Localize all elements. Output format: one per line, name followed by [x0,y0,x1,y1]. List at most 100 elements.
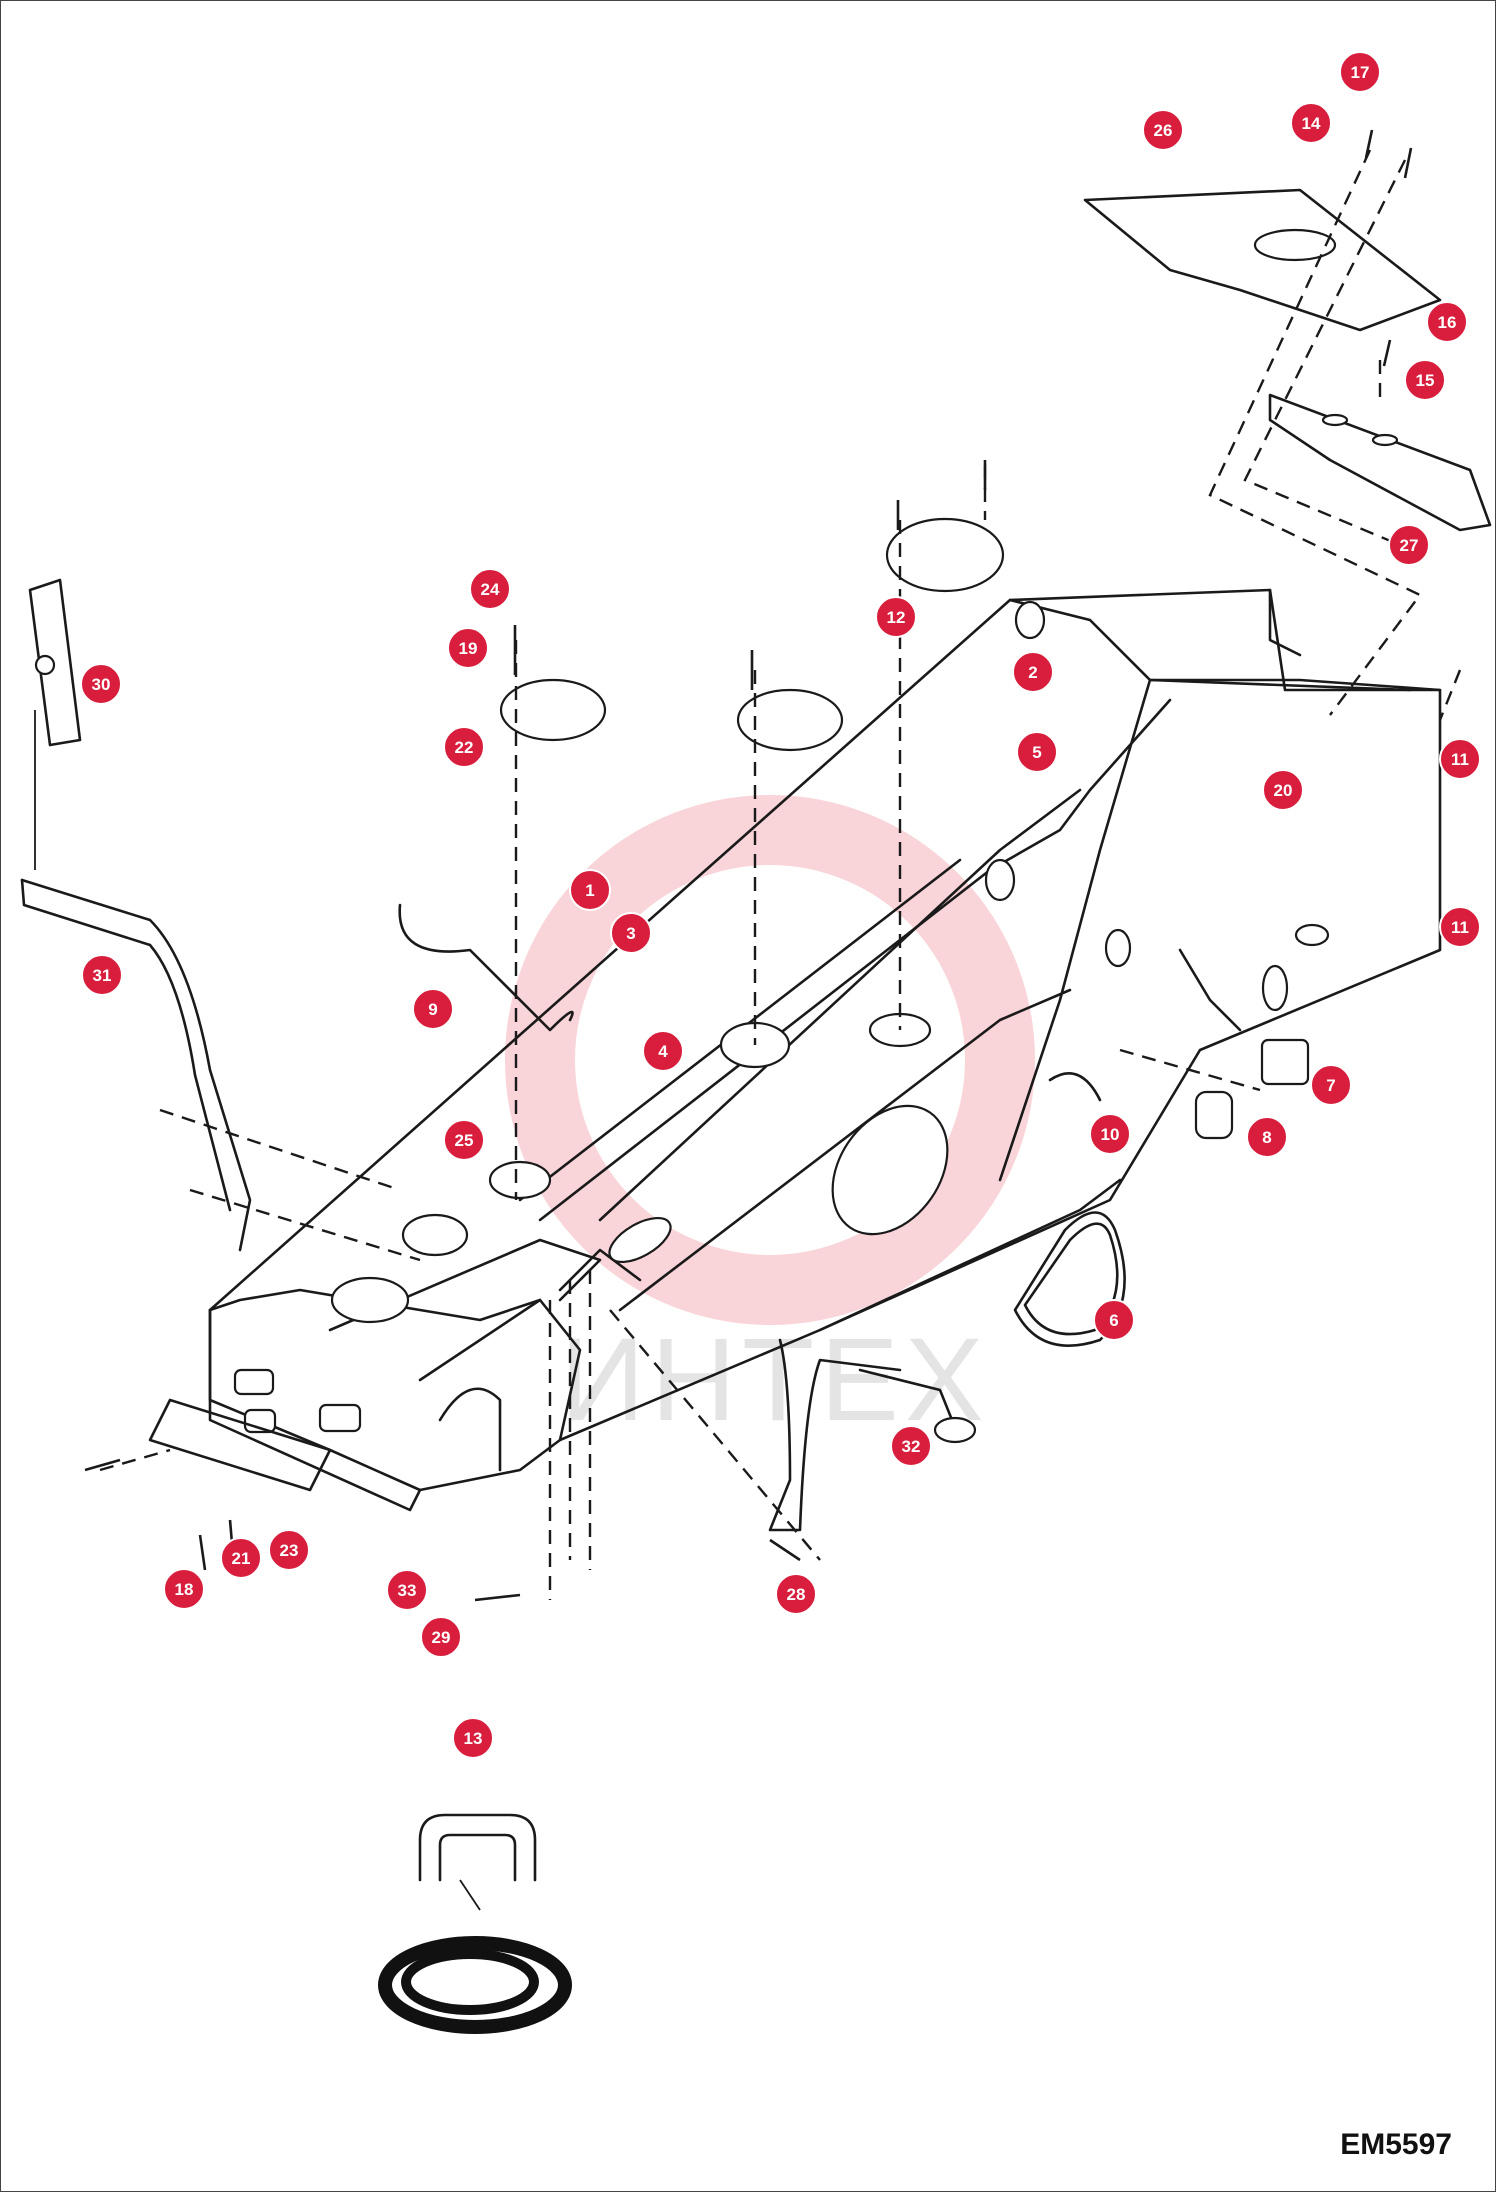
callout-badge [268,1529,310,1571]
callout-badge [1426,301,1468,343]
callout-badge [386,1569,428,1611]
callout-label: 11 [1451,918,1469,937]
cover-plates [499,460,1005,1200]
callout-badge [443,726,485,768]
callout-label: 24 [481,580,500,599]
callout-33: 33 [386,1569,428,1611]
callout-label: 4 [658,1042,668,1061]
callout-9: 9 [412,988,454,1030]
callout-label: 23 [280,1541,299,1560]
watermark: ИНТЕХ [505,795,1035,1446]
callout-badge [890,1425,932,1467]
callout-badge [610,912,652,954]
callout-3: 3 [610,912,652,954]
callout-27: 27 [1388,524,1430,566]
callout-badge [447,627,489,669]
callout-14: 14 [1290,102,1332,144]
callout-badge [875,596,917,638]
callout-badge [452,1717,494,1759]
callout-badge [1262,769,1304,811]
callout-17: 17 [1339,51,1381,93]
callout-badge [420,1616,462,1658]
callout-28: 28 [775,1573,817,1615]
callout-badge [1404,359,1446,401]
callout-label: 1 [585,881,594,900]
callout-badge [1339,51,1381,93]
callout-32: 32 [890,1425,932,1467]
callout-label: 13 [464,1729,483,1748]
callout-21: 21 [220,1537,262,1579]
callout-badge [81,954,123,996]
callout-label: 16 [1438,313,1457,332]
callout-label: 17 [1351,63,1370,82]
callout-label: 2 [1028,663,1037,682]
callout-label: 12 [887,608,906,627]
callout-label: 28 [787,1585,806,1604]
callout-badge [642,1030,684,1072]
callout-badge [1439,738,1481,780]
callout-label: 7 [1326,1076,1335,1095]
callout-badge [1310,1064,1352,1106]
callout-label: 32 [902,1437,921,1456]
callout-label: 8 [1262,1128,1271,1147]
callout-badge [80,663,122,705]
callout-badge [412,988,454,1030]
callout-12: 12 [875,596,917,638]
callout-label: 25 [455,1131,474,1150]
callout-8: 8 [1246,1116,1288,1158]
callout-31: 31 [81,954,123,996]
callout-badge [1290,102,1332,144]
callout-badge [569,869,611,911]
callout-4: 4 [642,1030,684,1072]
callout-label: 31 [93,966,112,985]
callout-19: 19 [447,627,489,669]
callout-18: 18 [163,1568,205,1610]
callout-11: 11 [1439,738,1481,780]
callout-badge [1246,1116,1288,1158]
callout-badge [1089,1113,1131,1155]
callout-badge [1388,524,1430,566]
callout-badge [1093,1299,1135,1341]
callout-label: 22 [455,738,474,757]
callout-badge [1016,731,1058,773]
callout-label: 21 [232,1549,251,1568]
callout-label: 30 [92,675,111,694]
callout-label: 33 [398,1581,417,1600]
callout-7: 7 [1310,1064,1352,1106]
callout-label: 5 [1032,743,1041,762]
callout-badge [1142,109,1184,151]
callout-22: 22 [443,726,485,768]
callout-label: 29 [432,1628,451,1647]
callout-25: 25 [443,1119,485,1161]
callout-badge [469,568,511,610]
callout-group: 1234567891011111213141516171819202122232… [80,51,1481,1759]
callout-label: 19 [459,639,478,658]
drawing-reference-code: EM5597 [1340,2128,1452,2161]
callout-1: 1 [569,869,611,911]
callout-23: 23 [268,1529,310,1571]
callout-label: 15 [1416,371,1435,390]
main-frame [208,588,1442,1512]
callout-badge [443,1119,485,1161]
callout-label: 20 [1274,781,1293,800]
callout-label: 27 [1400,536,1419,555]
callout-24: 24 [469,568,511,610]
callout-15: 15 [1404,359,1446,401]
callout-label: 6 [1109,1311,1118,1330]
callout-label: 9 [428,1000,437,1019]
edge-trim [378,1813,572,2034]
callout-29: 29 [420,1616,462,1658]
callout-16: 16 [1426,301,1468,343]
callout-label: 3 [626,924,635,943]
callout-10: 10 [1089,1113,1131,1155]
callout-26: 26 [1142,109,1184,151]
upper-brackets [1083,129,1492,716]
left-arm [20,578,421,1262]
callout-label: 18 [175,1580,194,1599]
callout-label: 26 [1154,121,1173,140]
callout-label: 11 [1451,750,1469,769]
watermark-text: ИНТЕХ [560,1314,990,1446]
callout-label: 14 [1302,114,1321,133]
callout-badge [163,1568,205,1610]
